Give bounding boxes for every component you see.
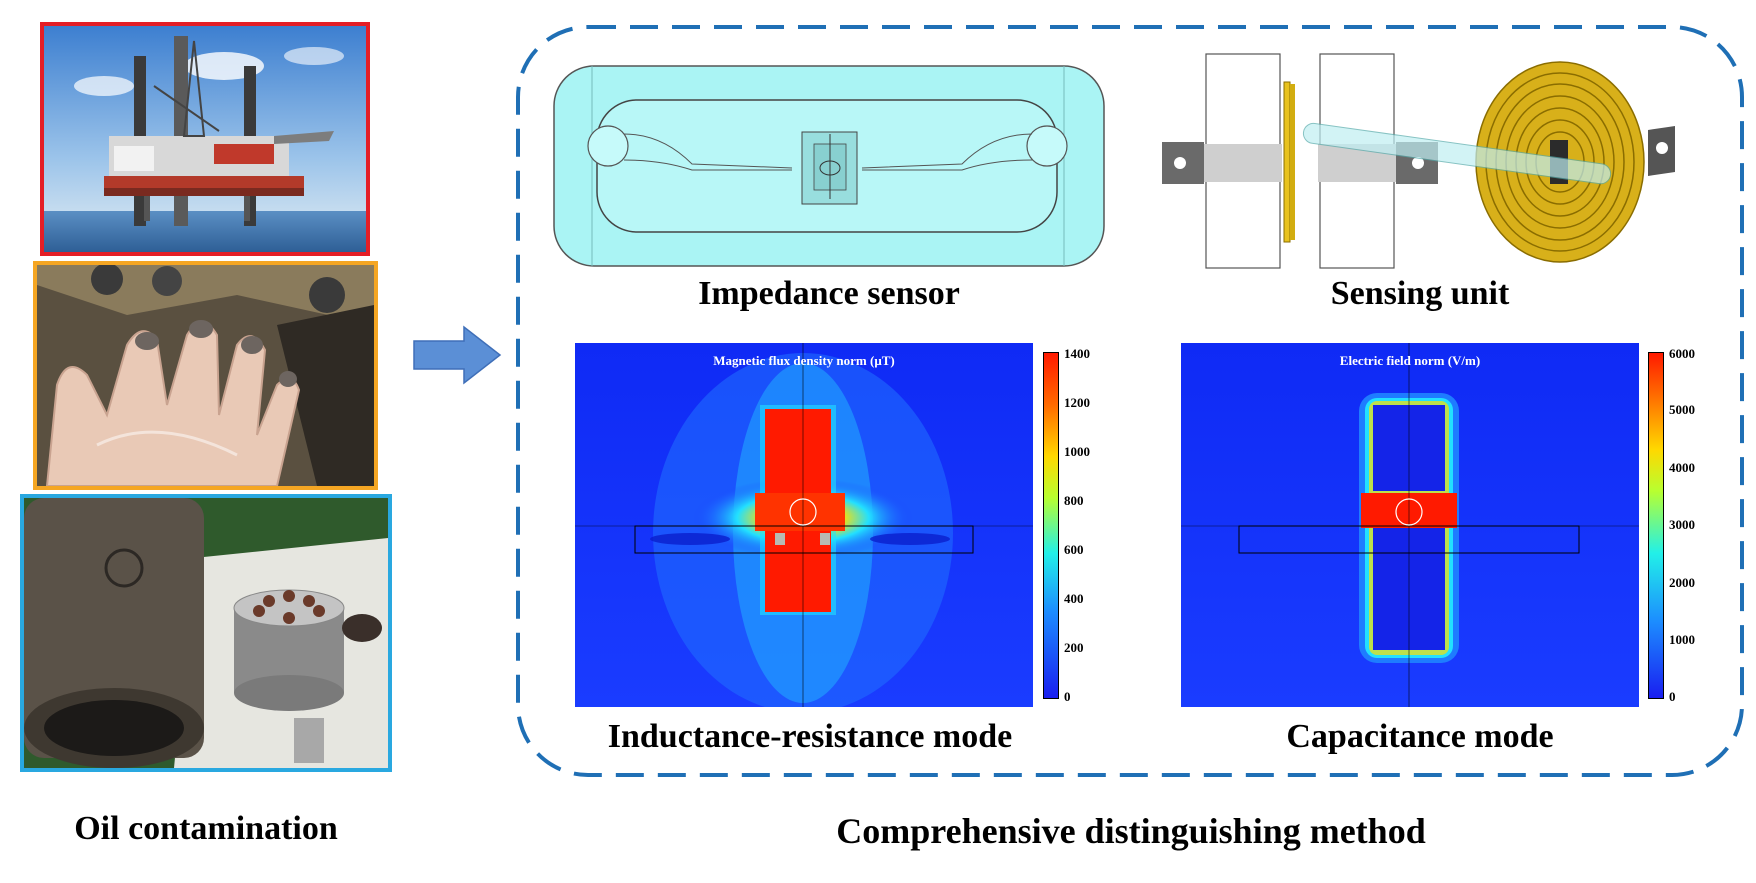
impedance-sensor-model <box>553 65 1105 267</box>
magnetic-flux-map <box>575 343 1033 707</box>
magnetic-map-title: Magnetic flux density norm (μT) <box>713 353 895 368</box>
cbar-tick: 2000 <box>1669 575 1695 590</box>
sensing-unit-model <box>1162 53 1675 269</box>
sensing-unit-label: Sensing unit <box>1330 275 1510 312</box>
cbar-tick: 6000 <box>1669 346 1695 361</box>
right-arrow-icon <box>413 325 502 385</box>
offshore-platform-photo <box>40 22 370 256</box>
hydraulic-pump-photo <box>20 494 392 772</box>
cbar-tick: 800 <box>1064 493 1084 508</box>
capacitance-mode-label: Capacitance mode <box>1286 718 1554 755</box>
cbar-tick: 1000 <box>1064 444 1090 459</box>
cbar-tick: 1200 <box>1064 395 1090 410</box>
cbar-tick: 600 <box>1064 542 1084 557</box>
impedance-sensor-label: Impedance sensor <box>698 275 960 312</box>
cbar-tick: 4000 <box>1669 460 1695 475</box>
comprehensive-method-caption: Comprehensive distinguishing method <box>836 811 1426 851</box>
cbar-tick: 3000 <box>1669 517 1695 532</box>
oil-contamination-caption: Oil contamination <box>74 810 338 847</box>
electric-field-map <box>1181 343 1639 707</box>
cbar-tick: 400 <box>1064 591 1084 606</box>
magnetic-colorbar <box>1043 352 1059 699</box>
cbar-tick: 5000 <box>1669 402 1695 417</box>
cbar-tick: 0 <box>1669 689 1676 704</box>
cbar-tick: 200 <box>1064 640 1084 655</box>
inductance-resistance-mode-label: Inductance-resistance mode <box>607 718 1013 755</box>
electric-colorbar <box>1648 352 1664 699</box>
oily-hand-photo <box>33 261 378 490</box>
cbar-tick: 1000 <box>1669 632 1695 647</box>
cbar-tick: 0 <box>1064 689 1071 704</box>
electric-map-title: Electric field norm (V/m) <box>1339 353 1481 368</box>
method-panel-border <box>516 25 1744 777</box>
cbar-tick: 1400 <box>1064 346 1090 361</box>
